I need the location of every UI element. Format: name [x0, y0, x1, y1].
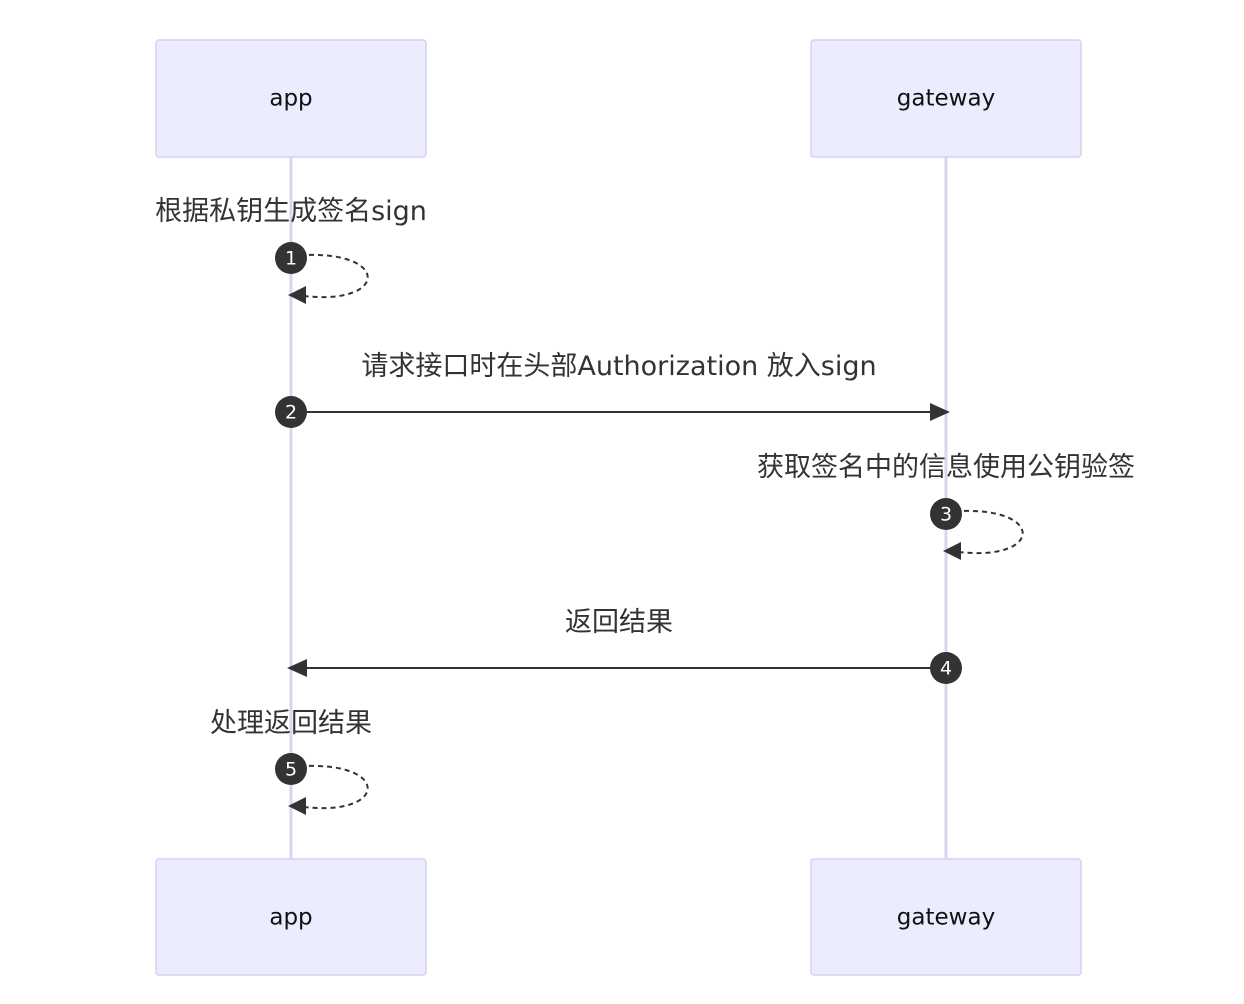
message-5: 处理返回结果 5 [210, 708, 372, 815]
message-3: 获取签名中的信息使用公钥验签 3 [757, 452, 1135, 560]
sequence-number-3: 3 [940, 504, 952, 526]
sequence-number-badge [275, 396, 307, 428]
sequence-number-badge [275, 753, 307, 785]
message-1-label: 根据私钥生成签名sign [155, 196, 427, 227]
message-2: 请求接口时在头部Authorization 放入sign 2 [275, 351, 950, 428]
sequence-number-4: 4 [940, 658, 952, 680]
sequence-number-5: 5 [285, 759, 297, 781]
message-3-arrowhead [943, 542, 961, 560]
message-2-arrowhead [930, 403, 950, 421]
sequence-number-1: 1 [285, 248, 297, 270]
app-actor-bottom-label: app [269, 905, 312, 931]
message-4: 返回结果 4 [287, 607, 962, 684]
gateway-actor-top-label: gateway [897, 86, 995, 112]
message-2-label: 请求接口时在头部Authorization 放入sign [361, 351, 876, 382]
message-5-arrowhead [288, 797, 306, 815]
sequence-number-badge [275, 242, 307, 274]
message-5-loop [290, 764, 369, 810]
app-actor-top-label: app [269, 86, 312, 112]
message-4-arrowhead [287, 659, 307, 677]
gateway-actor-bottom-label: gateway [897, 905, 995, 931]
sequence-number-badge [930, 652, 962, 684]
app-actor-top: app [155, 39, 427, 158]
sequence-number-badge [930, 498, 962, 530]
sequence-number-2: 2 [285, 402, 297, 424]
message-1-arrowhead [288, 286, 306, 304]
message-5-label: 处理返回结果 [210, 708, 372, 739]
app-actor-bottom: app [155, 858, 427, 976]
message-3-label: 获取签名中的信息使用公钥验签 [757, 452, 1135, 483]
message-3-loop [945, 509, 1024, 555]
gateway-actor-top: gateway [810, 39, 1082, 158]
message-4-label: 返回结果 [565, 607, 673, 638]
message-1-loop [290, 253, 369, 299]
gateway-actor-bottom: gateway [810, 858, 1082, 976]
message-1: 根据私钥生成签名sign 1 [155, 196, 427, 304]
